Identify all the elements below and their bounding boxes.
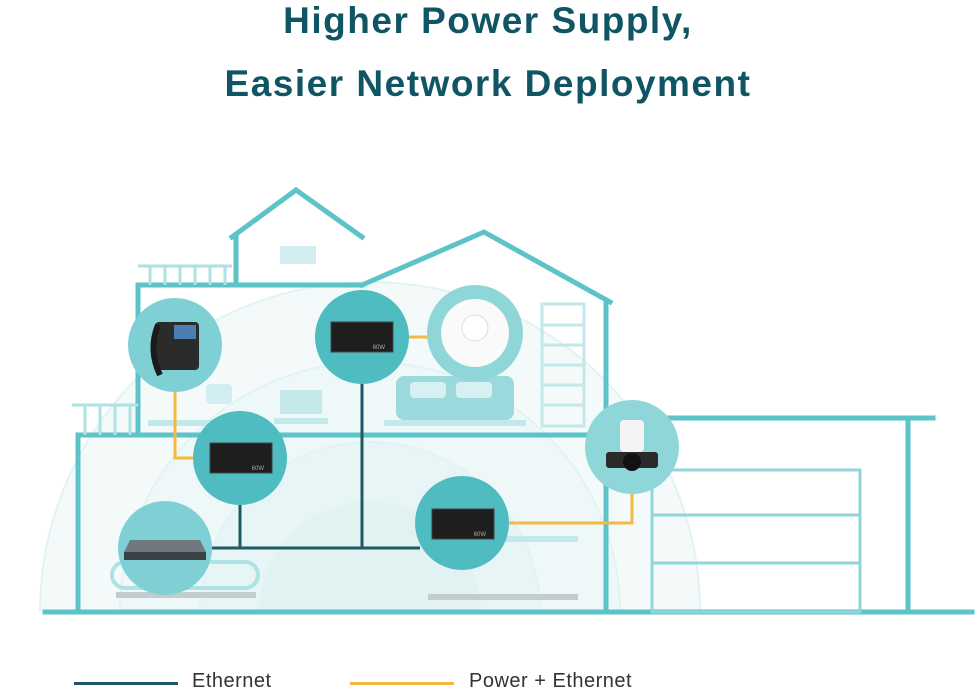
garage-door bbox=[650, 468, 862, 614]
ethernet-legend-swatch bbox=[74, 682, 178, 685]
headline-line-2: Easier Network Deployment bbox=[224, 63, 752, 104]
ethernet-legend-label: Ethernet bbox=[192, 670, 272, 692]
balconies bbox=[72, 264, 232, 435]
poe-injector-icon bbox=[209, 442, 273, 474]
poe-legend-label: Power + Ethernet bbox=[469, 670, 633, 692]
ip-phone-node bbox=[128, 298, 222, 392]
headline-line-1: Higher Power Supply, bbox=[283, 0, 693, 41]
svg-text:60W: 60W bbox=[474, 532, 487, 538]
poe-injector-node-middle: 60W bbox=[193, 411, 287, 505]
svg-text:60W: 60W bbox=[373, 345, 386, 351]
poe-legend-swatch bbox=[350, 682, 454, 685]
poe-injector-node-upstairs: 60W bbox=[315, 290, 409, 384]
poe-injector-icon bbox=[330, 321, 394, 353]
poe-injector-node-garage: 60W bbox=[415, 476, 509, 570]
ip-camera-node bbox=[585, 400, 679, 494]
access-point-node bbox=[427, 285, 523, 381]
svg-text:60W: 60W bbox=[252, 466, 265, 472]
ethernet-links bbox=[212, 384, 420, 550]
network-switch-icon bbox=[124, 540, 206, 552]
poe-links bbox=[173, 335, 634, 525]
furniture bbox=[110, 302, 586, 600]
poe-injector-icon bbox=[431, 508, 495, 540]
attic-window bbox=[280, 246, 316, 264]
switch-node bbox=[118, 501, 212, 595]
ip-camera-icon bbox=[620, 420, 644, 452]
